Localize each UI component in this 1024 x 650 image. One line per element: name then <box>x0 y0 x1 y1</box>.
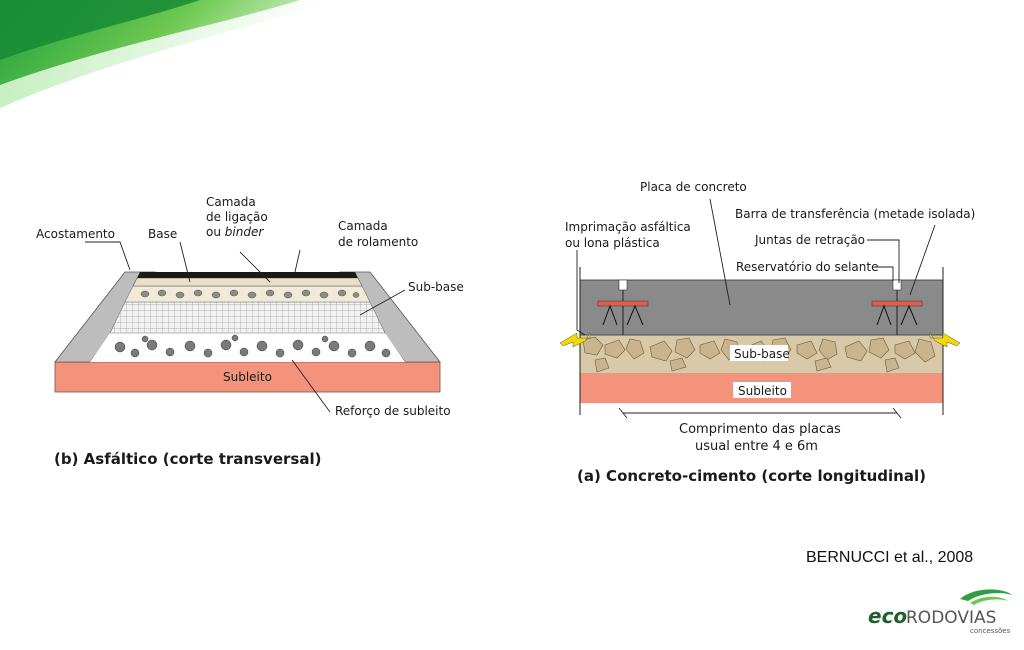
logo-eco: eco <box>868 604 907 628</box>
logo-subtitle: concessões <box>970 627 1011 635</box>
selante-left <box>618 279 628 291</box>
barra-left <box>597 300 649 307</box>
label-binder: binder <box>225 225 265 239</box>
label-acostamento: Acostamento <box>36 227 115 241</box>
label-comprimento-2: usual entre 4 e 6m <box>695 439 818 454</box>
label-imprimacao-1: Imprimação asfáltica <box>565 220 691 234</box>
binder-layer <box>132 277 363 287</box>
imprimacao-marker-left <box>559 332 591 348</box>
ecorodovias-logo: eco RODOVIAS concessões <box>862 585 1022 645</box>
label-subleito: Subleito <box>223 370 272 384</box>
label-juntas: Juntas de retração <box>754 233 865 247</box>
imprimacao-marker-right <box>929 332 961 348</box>
label-camada-ligacao-1: Camada <box>206 195 256 209</box>
label-ou: ou <box>206 225 225 239</box>
label-subleito-a: Subleito <box>738 384 787 398</box>
label-camada-rolamento-2: de rolamento <box>338 235 418 249</box>
logo-rodovias: RODOVIAS <box>906 608 996 628</box>
subleito-label-bg <box>733 382 791 398</box>
label-reservatorio: Reservatório do selante <box>736 260 878 274</box>
label-camada-rolamento-1: Camada <box>338 219 388 233</box>
reforco-layer <box>90 333 405 362</box>
rolamento-layer <box>137 272 358 278</box>
label-camada-ligacao-3: ou binder <box>206 225 264 239</box>
citation: BERNUCCI et al., 2008 <box>806 549 974 566</box>
label-placa: Placa de concreto <box>640 180 747 194</box>
label-sub-base-a: Sub-base <box>734 347 790 361</box>
sub-base-label-bg <box>730 345 788 361</box>
label-comprimento-1: Comprimento das placas <box>679 422 841 437</box>
label-barra: Barra de transferência (metade isolada) <box>735 207 975 221</box>
label-imprimacao-2: ou lona plástica <box>565 236 660 250</box>
caption-concreto: (a) Concreto-cimento (corte longitudinal… <box>577 467 926 485</box>
label-reforco: Reforço de subleito <box>335 404 451 418</box>
subleito-layer <box>54 361 441 393</box>
logo-swoosh-icon: eco RODOVIAS concessões <box>868 589 1012 635</box>
caption-asfaltico: (b) Asfáltico (corte transversal) <box>54 450 321 468</box>
label-camada-ligacao-2: de ligação <box>206 210 268 224</box>
barra-right <box>871 300 923 307</box>
concrete-slab <box>579 279 944 336</box>
label-base: Base <box>148 227 177 241</box>
sub-base-layer <box>109 301 386 334</box>
label-sub-base: Sub-base <box>408 280 464 294</box>
selante-right <box>892 279 902 291</box>
green-swoosh-decoration <box>0 0 330 108</box>
asphalt-pavement-diagram: Acostamento Base Camada de ligação ou bi… <box>36 195 464 468</box>
concrete-pavement-diagram: Placa de concreto Barra de transferência… <box>559 180 975 485</box>
